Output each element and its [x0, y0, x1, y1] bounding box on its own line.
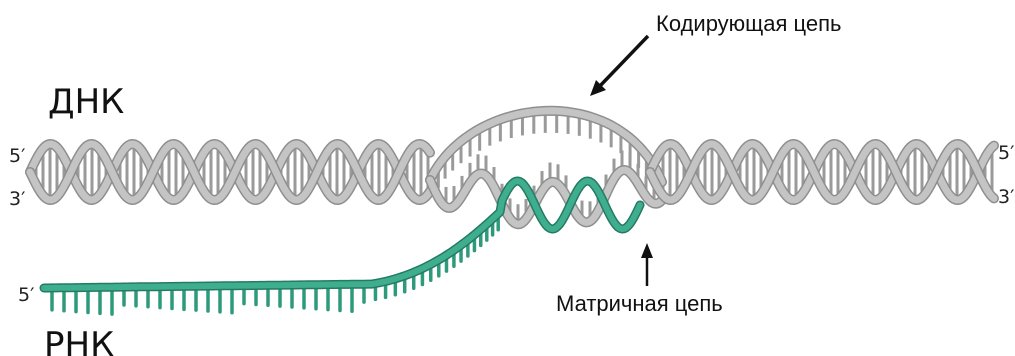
template-strand	[430, 170, 662, 224]
template-strand-label: Матричная цепь	[556, 291, 723, 316]
dna-right-5prime-label: 5′	[998, 142, 1014, 164]
coding-strand-label: Кодирующая цепь	[656, 11, 842, 36]
dna-label: ДНК	[48, 82, 124, 122]
dna-right-3prime-label: 3′	[998, 186, 1014, 208]
rna-label: РНК	[44, 325, 114, 356]
rna-5prime-label: 5′	[18, 284, 34, 306]
template-strand-arrow	[641, 243, 653, 286]
coding-strand-arrow	[590, 36, 648, 96]
dna-left-3prime-label: 3′	[9, 188, 25, 210]
dna-left-5prime-label: 5′	[9, 145, 25, 167]
